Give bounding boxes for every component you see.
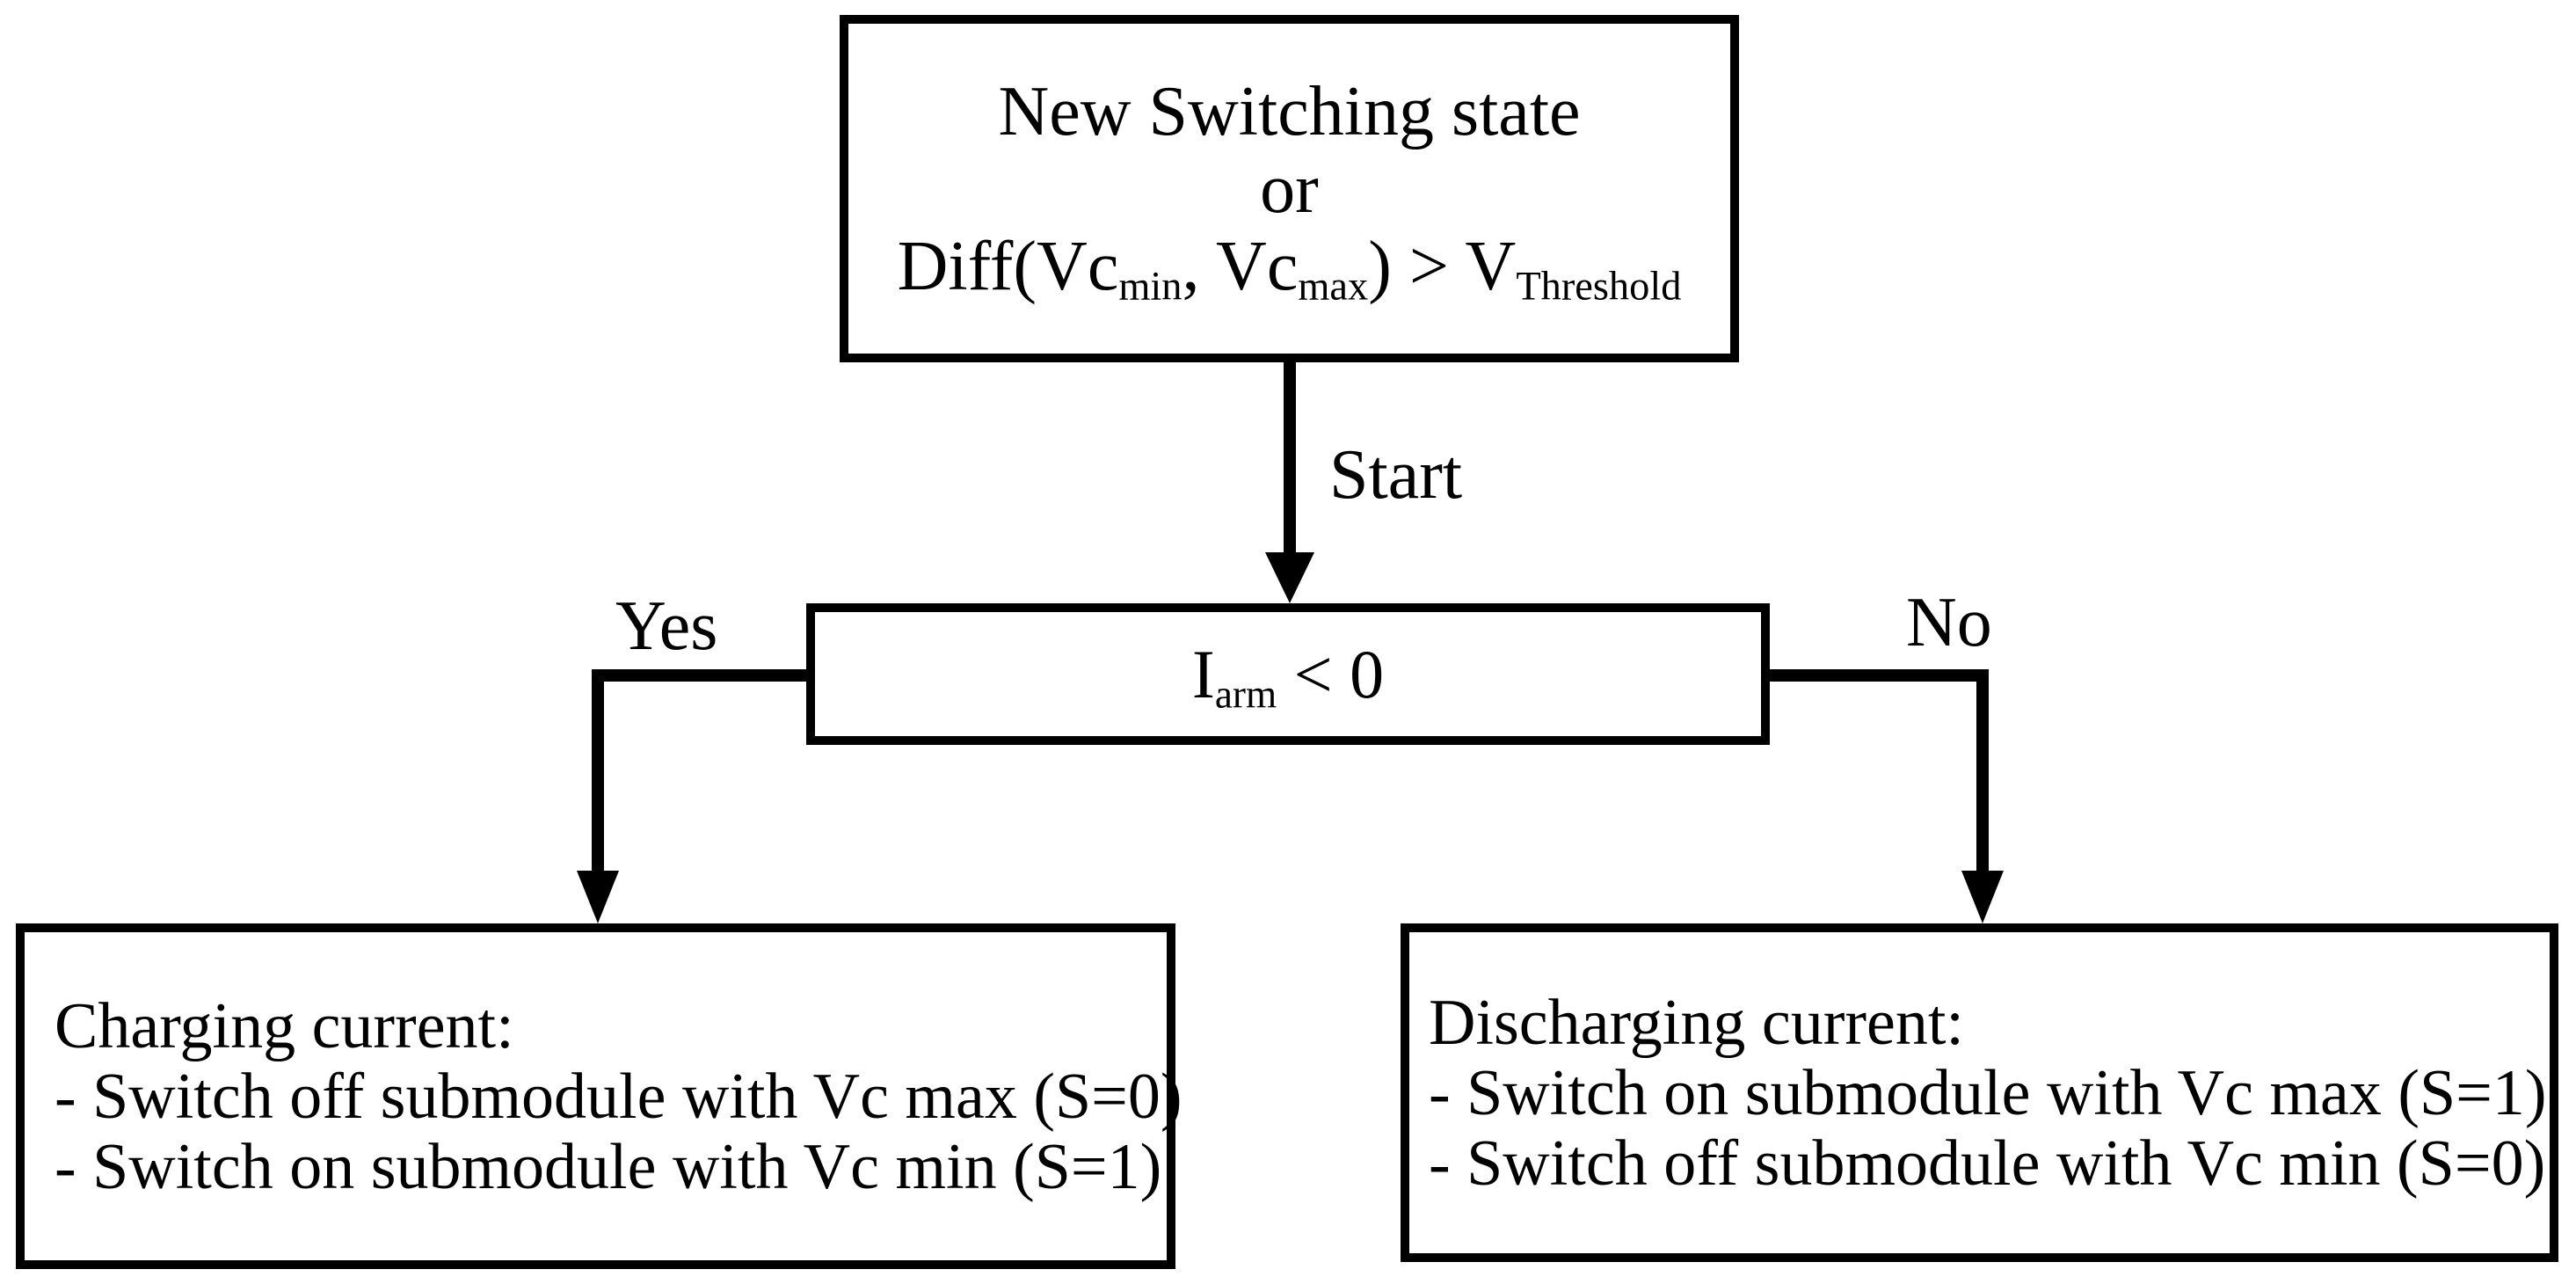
subscript-arm: arm xyxy=(1214,671,1277,716)
subscript-max: max xyxy=(1298,264,1369,310)
yes-branch-vertical-line xyxy=(592,669,604,872)
start-arrowhead-icon xyxy=(1265,552,1314,603)
discharging-item-2: - Switch off submodule with Vc min (S=0) xyxy=(1429,1127,2546,1200)
start-label: Start xyxy=(1329,436,1463,514)
discharging-current-box: Discharging current: - Switch on submodu… xyxy=(1401,923,2558,1262)
decision-expression: Iarm < 0 xyxy=(1191,635,1385,716)
charging-title: Charging current: xyxy=(55,989,514,1062)
discharging-item-1: - Switch on submodule with Vc max (S=1) xyxy=(1429,1056,2547,1129)
subscript-threshold: Threshold xyxy=(1516,264,1682,310)
yes-arrowhead-icon xyxy=(577,871,619,923)
no-arrowhead-icon xyxy=(1961,871,2004,923)
charging-item-1: - Switch off submodule with Vc max (S=0) xyxy=(55,1060,1182,1133)
subscript-min: min xyxy=(1118,264,1182,310)
new-switching-state-box: New Switching state or Diff(Vcmin, Vcmax… xyxy=(840,15,1739,362)
condition-line-1: New Switching state xyxy=(998,72,1581,150)
yes-branch-horizontal-line xyxy=(592,669,815,682)
start-arrow-line xyxy=(1284,356,1296,557)
no-label: No xyxy=(1906,584,1992,661)
charging-current-box: Charging current: - Switch off submodule… xyxy=(16,923,1182,1269)
no-branch-horizontal-line xyxy=(1761,669,1989,682)
condition-line-2: or xyxy=(1260,150,1319,228)
iarm-decision-box: Iarm < 0 xyxy=(806,603,1770,745)
no-branch-vertical-line xyxy=(1976,669,1989,872)
yes-label: Yes xyxy=(615,587,718,665)
discharging-title: Discharging current: xyxy=(1429,986,1964,1059)
condition-line-3: Diff(Vcmin, Vcmax) > VThreshold xyxy=(897,227,1682,310)
charging-item-2: - Switch on submodule with Vc min (S=1) xyxy=(55,1130,1162,1203)
